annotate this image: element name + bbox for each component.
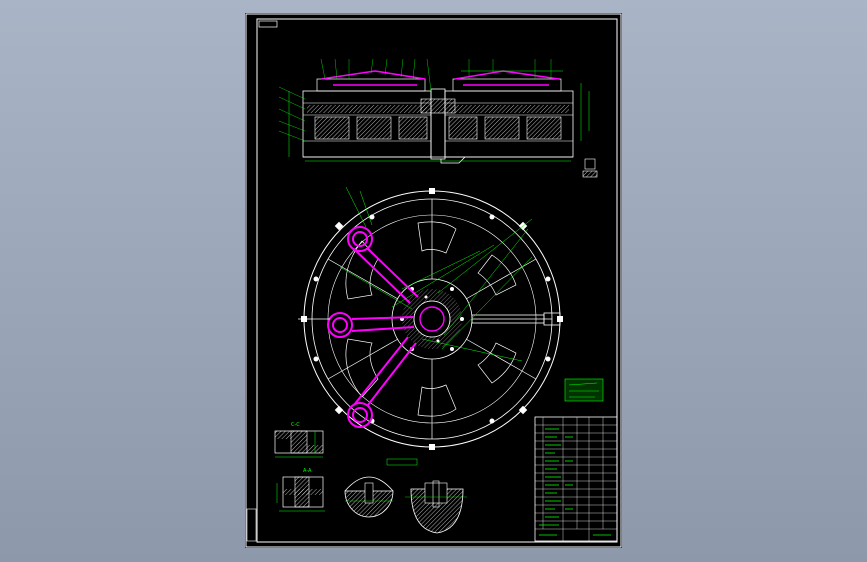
outer-frame (245, 13, 622, 548)
section-a-a-label: A-A (303, 468, 312, 474)
section-a-a: A-A (276, 468, 325, 512)
parts-list (534, 416, 618, 542)
front-section-view (278, 58, 598, 178)
section-c-c-label: C-C (291, 422, 300, 428)
view-label (386, 458, 418, 466)
detail-view-1 (344, 476, 394, 518)
title-tag (258, 20, 278, 28)
cad-drawing: C-C A-A (245, 13, 622, 548)
drawing-sheet: C-C A-A (245, 13, 622, 548)
green-stamp (564, 378, 604, 402)
binding-strip (246, 508, 257, 542)
plan-view (298, 186, 563, 450)
detail-view-2 (405, 480, 467, 534)
inner-frame (256, 18, 618, 543)
section-c-c: C-C (274, 422, 324, 458)
